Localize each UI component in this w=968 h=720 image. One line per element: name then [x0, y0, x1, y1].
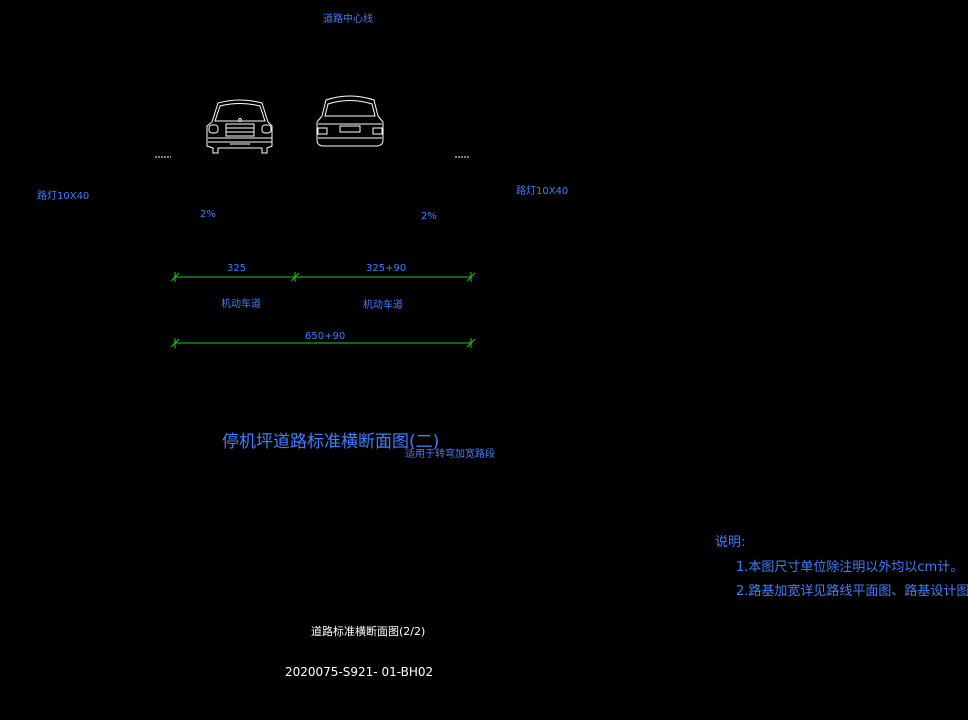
drawing-title: 停机坪道路标准横断面图(二) [222, 432, 440, 452]
centerline-label: 道路中心线 [323, 14, 373, 25]
dimension-line-lanes [170, 272, 476, 282]
car-front-icon [206, 99, 273, 154]
dim-right-label: 325+90 [366, 263, 407, 274]
lane-left-label: 机动车道 [221, 299, 261, 310]
left-slope-label: 2% [200, 209, 216, 220]
notes-heading: 说明: [715, 535, 746, 550]
right-lamp-label: 路灯10X40 [516, 186, 569, 197]
drawing-subtitle: 适用于转弯加宽路段 [405, 449, 495, 460]
dimension-line-total [170, 338, 476, 348]
notes-item-1: 1.本图尺寸单位除注明以外均以cm计。 [736, 560, 964, 575]
sheet-name: 道路标准横断面图(2/2) [311, 625, 426, 638]
car-rear-icon [316, 95, 384, 147]
notes-item-2: 2.路基加宽详见路线平面图、路基设计图。 [736, 584, 968, 599]
dim-left-label: 325 [227, 263, 247, 274]
right-slope-label: 2% [421, 211, 437, 222]
dim-total-label: 650+90 [305, 331, 346, 342]
drawing-number: 2020075-S921- 01-BH02 [285, 665, 434, 679]
lane-right-label: 机动车道 [363, 300, 403, 311]
left-lamp-label: 路灯10X40 [37, 191, 90, 202]
